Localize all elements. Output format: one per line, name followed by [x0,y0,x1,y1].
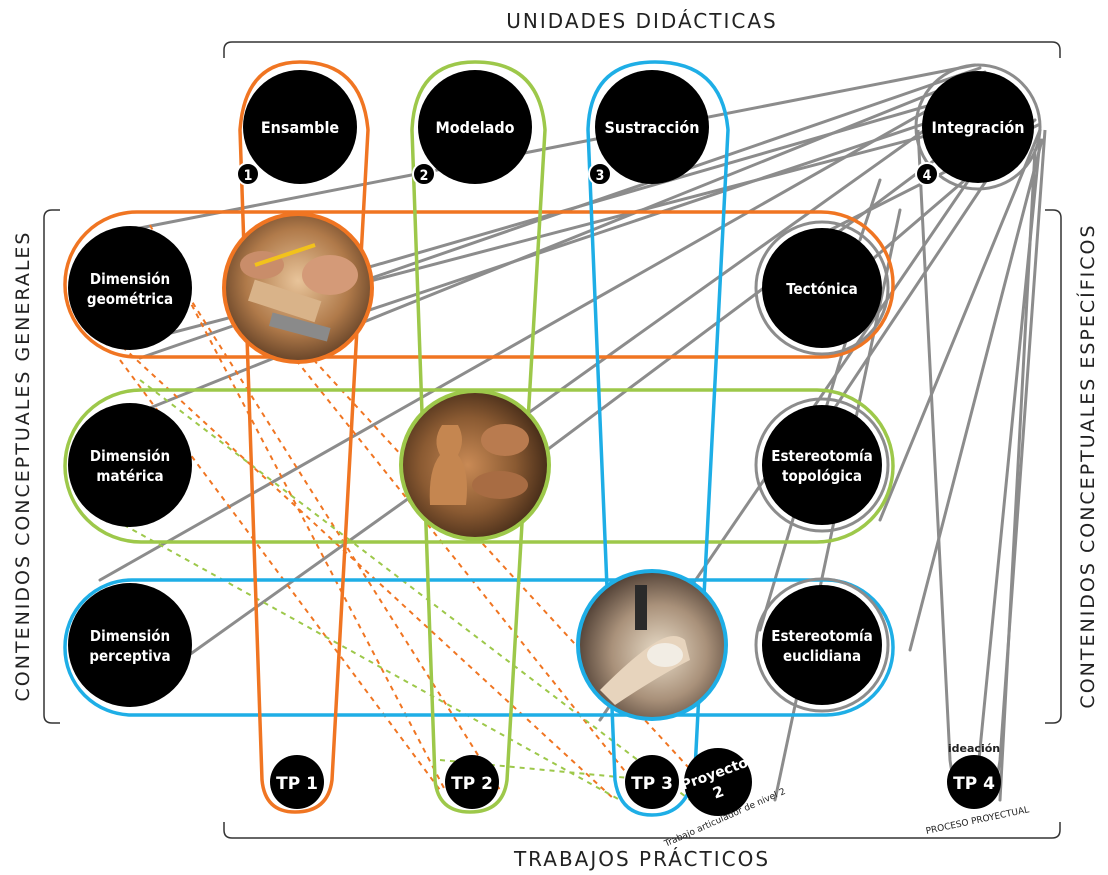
tp4-node[interactable]: TP 4 ideación PROCESO PROYECTUAL [925,742,1030,837]
node-line1: Estereotomía [771,447,872,465]
photo-clay-pottery-wheel [399,389,551,541]
dashed-line [239,289,641,791]
link-line [138,78,997,692]
node-dimension-materica[interactable]: Dimensión matérica [68,403,192,527]
proyecto-2-node[interactable]: Proyecto 2 Trabajo articulador de nivel … [662,748,787,850]
capsule-col-sustraccion [586,60,730,817]
photo-hands-woodworking [222,212,374,364]
capsule-row-perceptiva [63,578,895,717]
tp4-label: TP 4 [953,774,995,794]
node-line2: perceptiva [89,647,170,665]
unit-modelado[interactable]: Modelado 2 [412,70,532,186]
unit-number-3: 3 [596,168,605,184]
unit-sustraccion[interactable]: Sustracción 3 [588,70,709,186]
unit-number-4: 4 [923,168,932,184]
node-dimension-geometrica[interactable]: Dimensión geométrica [68,226,192,350]
capsule-col-ensamble [238,60,370,814]
unit-integracion[interactable]: Integración 4 [914,63,1042,191]
node-line1: Dimensión [90,627,170,645]
node-tectonica[interactable]: Tectónica [754,220,890,356]
tp2-label: TP 2 [451,774,493,794]
node-line2: geométrica [87,290,173,308]
unit-ensamble[interactable]: Ensamble 1 [236,70,357,186]
tp4-capsule [916,129,1047,802]
unit-sustraccion-label: Sustracción [604,118,699,137]
photo-stone-carving [576,569,728,721]
node-line2: topológica [782,467,862,485]
right-bracket [1045,209,1062,724]
left-bracket [43,209,60,724]
tp1-label: TP 1 [276,774,318,794]
dashed-line [114,339,616,801]
node-dimension-perceptiva[interactable]: Dimensión perceptiva [68,583,192,707]
tp3-node[interactable]: TP 3 [625,755,679,809]
node-line1: Dimensión [90,447,170,465]
link-line [253,83,1002,302]
tp2-node[interactable]: TP 2 [445,755,499,809]
title-unidades-didacticas: UNIDADES DIDÁCTICAS [506,9,777,33]
ideacion-label: ideación [948,742,1000,755]
dashed-green-links [114,379,691,801]
tp3-label: TP 3 [631,774,673,794]
dashed-line [149,224,446,791]
link-line [858,178,882,242]
node-line1: Dimensión [90,270,170,288]
unit-ensamble-label: Ensamble [261,118,340,137]
capsule-row-geometrica [63,210,895,359]
link-line [878,128,1042,522]
link-line [908,138,1044,652]
proceso-proyectual-label: PROCESO PROYECTUAL [925,805,1030,837]
node-estereotomia-topologica[interactable]: Estereotomía topológica [754,397,890,533]
bottom-bracket [223,822,1061,839]
tp1-node[interactable]: TP 1 [270,755,324,809]
node-line2: euclidiana [783,647,861,665]
unit-integracion-label: Integración [932,118,1025,137]
capsule-col-modelado [410,60,547,814]
top-bracket [223,41,1061,58]
node-line1: Estereotomía [771,627,872,645]
title-contenidos-especificos: CONTENIDOS CONCEPTUALES ESPECÍFICOS [1076,223,1099,708]
node-line2: matérica [96,467,163,485]
title-trabajos-practicos: TRABAJOS PRÁCTICOS [513,847,770,871]
node-estereotomia-euclidiana[interactable]: Estereotomía euclidiana [754,577,890,713]
unit-modelado-label: Modelado [435,118,514,137]
node-line1: Tectónica [786,280,857,298]
unit-number-1: 1 [244,168,253,184]
dashed-line [114,519,621,801]
title-contenidos-generales: CONTENIDOS CONCEPTUALES GENERALES [12,231,34,702]
unit-number-2: 2 [420,168,429,184]
link-line [138,63,977,230]
